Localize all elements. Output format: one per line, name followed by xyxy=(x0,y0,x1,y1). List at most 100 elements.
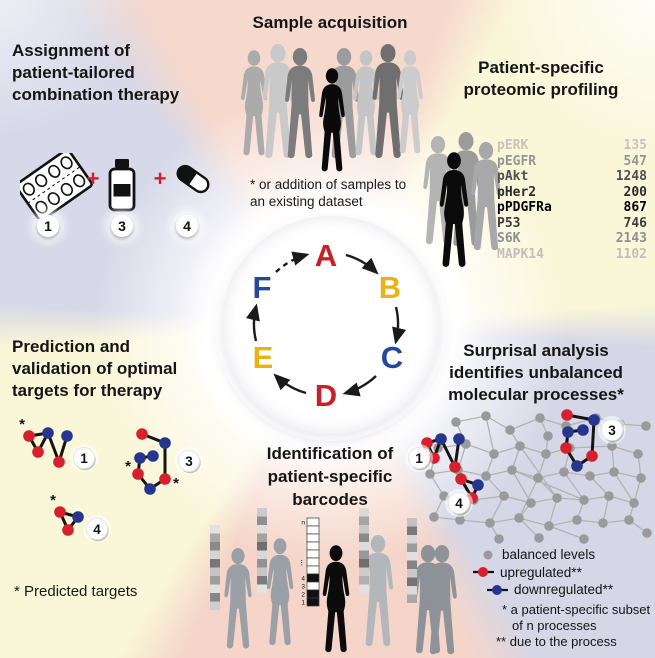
barcode-cell xyxy=(210,525,220,534)
upregulated-node xyxy=(53,456,65,468)
balanced-node xyxy=(642,528,652,538)
barcode-cell xyxy=(257,516,267,525)
title-line: validation of optimal xyxy=(12,359,178,378)
barcode-cell xyxy=(210,550,220,559)
barcode-cell xyxy=(210,533,220,542)
balanced-node xyxy=(559,467,569,477)
process-number-chip xyxy=(73,447,95,469)
upregulated-node xyxy=(560,442,572,454)
network-edge xyxy=(465,443,495,455)
predicted-targets-footnote: * Predicted targets xyxy=(14,583,138,600)
pill-blister-pack-icon xyxy=(20,153,93,219)
downregulated-node xyxy=(61,430,73,442)
barcode-cell xyxy=(257,525,267,534)
protein-name: MAPK14 xyxy=(497,246,544,262)
balanced-node xyxy=(629,498,639,508)
barcode-cell xyxy=(306,557,320,567)
network-edge xyxy=(511,469,532,504)
title-line: molecular processes* xyxy=(448,385,624,404)
upregulated-node xyxy=(32,446,44,458)
balanced-node xyxy=(543,431,553,441)
barcode-cell xyxy=(306,533,320,543)
network-edge xyxy=(518,517,550,527)
downregulated-node xyxy=(159,437,171,449)
barcode-label: 1 xyxy=(301,599,305,606)
cycle-diagram: A B C D E F xyxy=(245,238,407,413)
network-edge xyxy=(455,415,487,423)
title-line: targets for therapy xyxy=(12,381,163,400)
network-edge xyxy=(489,495,505,524)
process-number-chip xyxy=(601,419,623,441)
arrow-c-d xyxy=(342,375,377,397)
protein-name: P53 xyxy=(497,215,521,231)
barcode-cell xyxy=(407,586,417,595)
person-silhouette xyxy=(285,48,315,159)
cycle-letter-e: E xyxy=(253,340,274,375)
network-edge xyxy=(613,471,635,504)
surprisal-footnotes: * a patient-specific subset of n process… xyxy=(492,602,650,650)
arrow-e-f xyxy=(245,303,260,342)
medicine-bottle-icon xyxy=(108,159,136,212)
downregulated-node xyxy=(588,414,600,426)
arrow-a-b xyxy=(345,253,379,275)
plus-sign: + xyxy=(87,166,100,191)
barcode-cell xyxy=(306,541,320,551)
downregulated-node xyxy=(435,433,447,445)
arrow-d-e xyxy=(273,373,307,395)
process-number: 1 xyxy=(80,451,88,466)
person-silhouette xyxy=(240,50,268,156)
barcode-label: 3 xyxy=(301,583,305,590)
balanced-node xyxy=(552,493,562,503)
upregulated-dot-icon xyxy=(473,567,494,578)
person-silhouette xyxy=(427,545,457,655)
footnote-line: * or addition of samples to xyxy=(250,177,407,192)
process-number: 1 xyxy=(415,451,423,466)
balanced-node xyxy=(598,518,608,528)
person-silhouette xyxy=(224,548,252,649)
barcode-label: n xyxy=(301,519,305,526)
title-line: proteomic profiling xyxy=(463,80,619,99)
network-edge xyxy=(489,517,520,524)
barcode-cell xyxy=(407,569,417,578)
predicted-target-clusters: *1**3*4 xyxy=(19,416,203,543)
predicted-target-asterisk: * xyxy=(19,416,25,433)
balanced-node xyxy=(534,533,544,543)
legend-row-balanced: balanced levels xyxy=(462,546,613,564)
barcode-cell xyxy=(306,573,320,583)
upregulated-node xyxy=(561,409,573,421)
upregulated-node xyxy=(132,468,144,480)
legend-label: balanced levels xyxy=(502,547,596,562)
drug-number-chip: 4 xyxy=(176,215,198,237)
barcode-label: 4 xyxy=(301,575,305,582)
process-number: 4 xyxy=(93,522,101,537)
balanced-node xyxy=(481,411,491,421)
protein-name: pEGFR xyxy=(497,153,537,169)
barcode-cell xyxy=(257,508,267,517)
barcode-cell xyxy=(359,567,369,576)
downregulated-node xyxy=(577,424,589,436)
title-line: patient-specific xyxy=(267,467,393,486)
cycle-letter-a: A xyxy=(315,238,337,273)
process-number: 3 xyxy=(608,423,616,438)
balanced-node xyxy=(455,515,465,525)
legend-silhouette xyxy=(427,545,457,655)
legend-row-upregulated: upregulated** xyxy=(462,564,613,582)
therapy-icons: + + xyxy=(20,153,210,219)
process-number-chip xyxy=(178,450,200,472)
downregulated-node xyxy=(147,450,159,462)
capsule-icon xyxy=(176,164,210,194)
barcode-cell xyxy=(210,542,220,551)
barcode-label: ⋮ xyxy=(299,559,306,566)
sample-footnote: * or addition of samples to an existing … xyxy=(250,176,430,210)
balanced-node xyxy=(489,449,499,459)
network-edge xyxy=(548,497,558,527)
legend-label: upregulated** xyxy=(500,564,582,580)
